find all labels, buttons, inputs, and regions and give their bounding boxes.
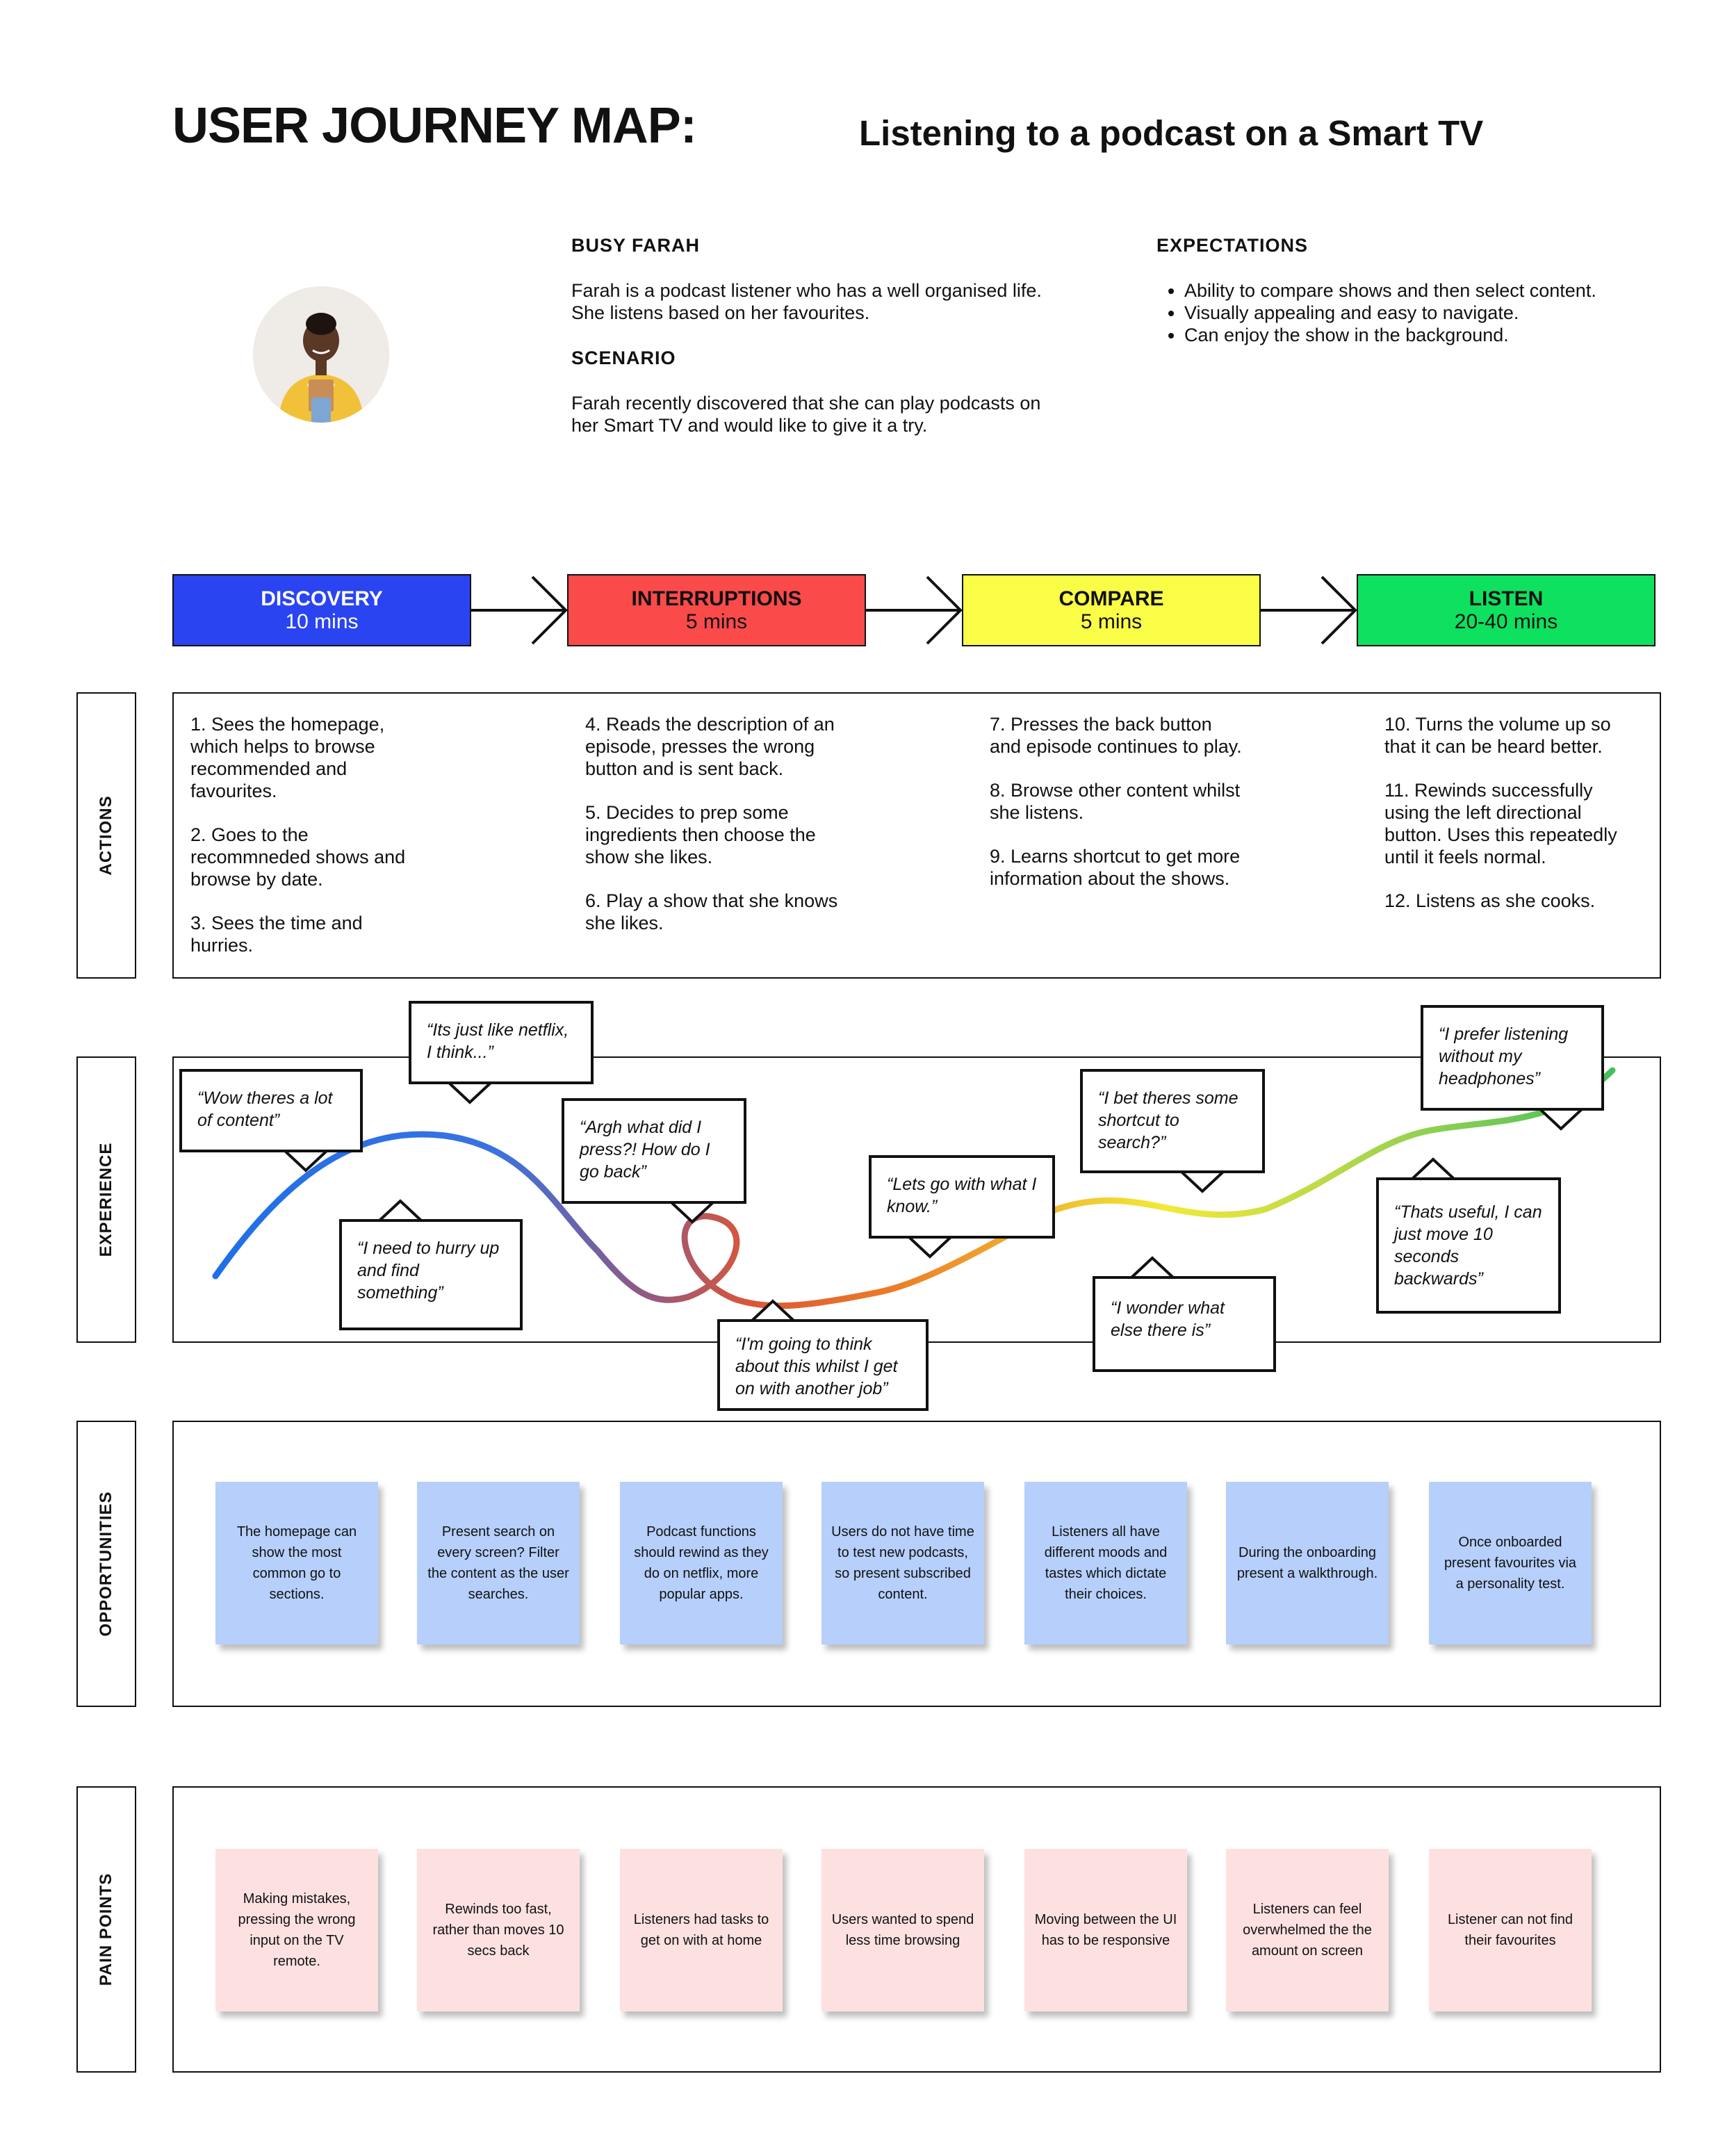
persona-bio: Farah is a podcast listener who has a we… — [571, 280, 1042, 323]
stage-compare: COMPARE 5 mins — [962, 574, 1261, 646]
quote-bubble: “Thats useful, I can just move 10 second… — [1376, 1177, 1561, 1314]
pain-point-note: Rewinds too fast, rather than moves 10 s… — [417, 1849, 580, 2011]
bubble-tail-icon — [1180, 1170, 1225, 1193]
persona-photo-icon — [253, 286, 389, 423]
pain-points-panel — [172, 1786, 1661, 2073]
bubble-tail-icon — [1539, 1108, 1583, 1131]
action-item: 8. Browse other content whilst she liste… — [990, 780, 1241, 823]
bubble-tail-icon — [448, 1081, 492, 1104]
opportunities-panel — [172, 1421, 1661, 1707]
quote-bubble: “I wonder what else there is” — [1093, 1276, 1276, 1372]
bubble-tail-icon — [751, 1299, 795, 1322]
bubble-tail-icon — [670, 1201, 714, 1224]
expectation-item: Ability to compare shows and then select… — [1184, 279, 1699, 302]
arrow-head-icon — [926, 575, 963, 645]
page-subtitle: Listening to a podcast on a Smart TV — [859, 113, 1484, 153]
page-title: USER JOURNEY MAP: — [172, 98, 697, 154]
quote-bubble: “Argh what did I press?! How do I go bac… — [562, 1098, 746, 1204]
stage-name: INTERRUPTIONS — [631, 587, 802, 610]
action-item: 3. Sees the time and hurries. — [190, 913, 363, 956]
bubble-tail-icon — [1130, 1256, 1175, 1279]
pain-point-note: Making mistakes, pressing the wrong inpu… — [215, 1849, 378, 2011]
quote-bubble: “I bet theres some shortcut to search?” — [1080, 1069, 1265, 1173]
opportunity-note: Once onboarded present favourites via a … — [1429, 1482, 1592, 1644]
pain-point-note: Listeners can feel overwhelmed the the a… — [1226, 1849, 1389, 2011]
opportunity-note: Listeners all have different moods and t… — [1024, 1482, 1187, 1644]
bubble-tail-icon — [908, 1236, 952, 1259]
actions-column-interruptions: 4. Reads the description of an episode, … — [585, 713, 842, 956]
action-item: 9. Learns shortcut to get more informati… — [990, 846, 1241, 889]
stage-duration: 5 mins — [1080, 610, 1143, 633]
opportunity-note: Users do not have time to test new podca… — [821, 1482, 984, 1644]
stage-duration: 10 mins — [285, 610, 359, 633]
stage-name: COMPARE — [1058, 587, 1164, 610]
expectation-item: Can enjoy the show in the background. — [1184, 324, 1699, 346]
action-item: 12. Listens as she cooks. — [1384, 890, 1596, 911]
arrow-head-icon — [531, 575, 568, 645]
stage-arrows — [471, 575, 1357, 645]
action-item: 4. Reads the description of an episode, … — [585, 714, 835, 779]
stage-duration: 20-40 mins — [1454, 610, 1558, 633]
quote-bubble: “I'm going to think about this whilst I … — [717, 1319, 929, 1411]
opportunity-note: Podcast functions should rewind as they … — [620, 1482, 783, 1644]
action-item: 11. Rewinds successfully using the left … — [1384, 780, 1617, 867]
quote-bubble: “Lets go with what I know.” — [869, 1155, 1055, 1239]
opportunity-note: The homepage can show the most common go… — [215, 1482, 378, 1644]
quote-bubble: “I prefer listening without my headphone… — [1421, 1005, 1604, 1111]
actions-column-discovery: 1. Sees the homepage, which helps to bro… — [190, 713, 427, 978]
quote-bubble: “Its just like netflix, I think...” — [409, 1001, 594, 1084]
stage-listen: LISTEN 20-40 mins — [1357, 574, 1655, 646]
bubble-tail-icon — [1411, 1157, 1455, 1180]
action-item: 5. Decides to prep some ingredients then… — [585, 802, 816, 867]
expectations-heading: EXPECTATIONS — [1156, 235, 1309, 256]
arrow-head-icon — [1321, 575, 1357, 645]
action-item: 6. Play a show that she knows she likes. — [585, 890, 838, 933]
expectation-item: Visually appealing and easy to navigate. — [1184, 302, 1699, 324]
row-label-experience: EXPERIENCE — [76, 1056, 136, 1343]
stage-name: DISCOVERY — [261, 587, 383, 610]
action-item: 7. Presses the back button and episode c… — [990, 714, 1242, 757]
opportunity-note: Present search on every screen? Filter t… — [417, 1482, 580, 1644]
row-label-pain-points: PAIN POINTS — [76, 1786, 136, 2073]
persona-name: BUSY FARAH — [571, 235, 701, 256]
action-item: 1. Sees the homepage, which helps to bro… — [190, 714, 385, 801]
persona-avatar — [253, 286, 389, 423]
actions-column-compare: 7. Presses the back button and episode c… — [990, 713, 1247, 911]
pain-point-note: Listeners had tasks to get on with at ho… — [620, 1849, 783, 2011]
actions-panel — [172, 692, 1661, 979]
quote-bubble: “Wow theres a lot of content” — [179, 1069, 363, 1152]
stage-duration: 5 mins — [685, 610, 748, 633]
action-item: 2. Goes to the recommneded shows and bro… — [190, 824, 406, 890]
pain-point-note: Users wanted to spend less time browsing — [821, 1849, 984, 2011]
experience-line — [212, 1067, 1616, 1309]
row-label-opportunities: OPPORTUNITIES — [76, 1421, 136, 1707]
bubble-tail-icon — [378, 1199, 423, 1222]
row-label-actions: ACTIONS — [76, 692, 136, 979]
scenario-text: Farah recently discovered that she can p… — [571, 393, 1041, 436]
stage-interruptions: INTERRUPTIONS 5 mins — [567, 574, 866, 646]
expectations-list: Ability to compare shows and then select… — [1156, 279, 1699, 346]
actions-column-listen: 10. Turns the volume up so that it can b… — [1384, 713, 1642, 933]
pain-point-note: Moving between the UI has to be responsi… — [1024, 1849, 1187, 2011]
action-item: 10. Turns the volume up so that it can b… — [1384, 714, 1611, 757]
opportunity-note: During the onboarding present a walkthro… — [1226, 1482, 1389, 1644]
quote-bubble: “I need to hurry up and find something” — [339, 1219, 523, 1330]
bubble-tail-icon — [284, 1150, 328, 1173]
pain-point-note: Listener can not find their favourites — [1429, 1849, 1592, 2011]
scenario-heading: SCENARIO — [571, 348, 676, 368]
stage-name: LISTEN — [1469, 587, 1544, 610]
stage-discovery: DISCOVERY 10 mins — [172, 574, 471, 646]
